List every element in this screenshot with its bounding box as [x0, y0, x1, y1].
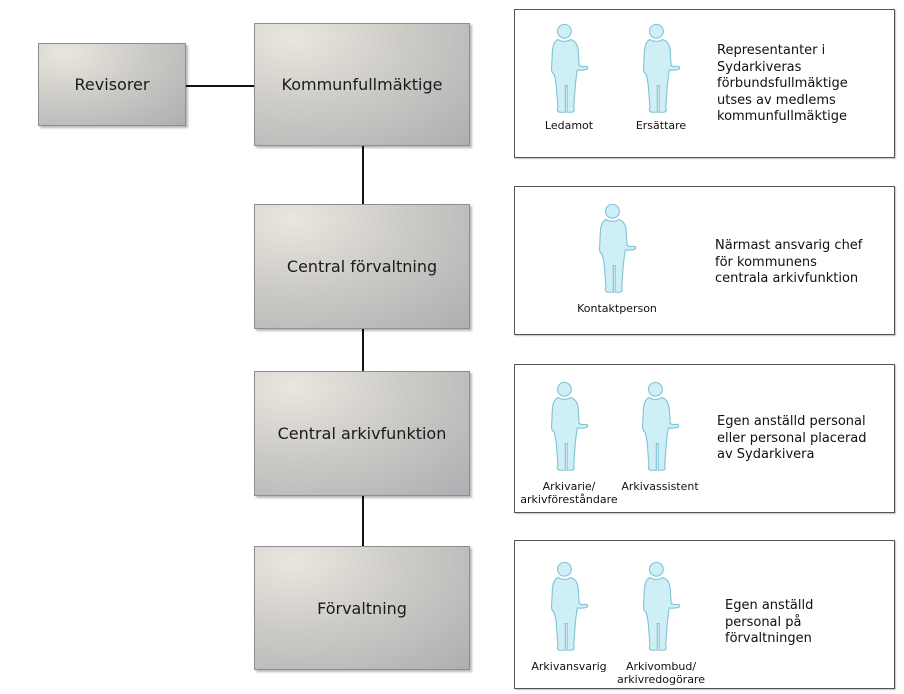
panel-description: Representanter i Sydarkiveras förbundsfu… — [717, 43, 848, 124]
person-icon — [546, 374, 592, 480]
person-icon — [637, 374, 683, 480]
person-label: Arkivarie/ arkivföreståndare — [520, 480, 618, 506]
person-icon — [546, 554, 592, 660]
org-box-kommunfullmaktige: Kommunfullmäktige — [254, 23, 470, 146]
info-panel-forvaltning: Arkivansvarig Arkivombud/ arkivredogörar… — [514, 540, 895, 689]
connector-kommunfullmaktige-central-forvaltning — [362, 146, 364, 204]
info-panel-kommunfullmaktige: Ledamot Ersättare Representanter i Sydar… — [514, 9, 895, 158]
panel-description: Egen anställd personal på förvaltningen — [725, 598, 814, 646]
person-icon — [594, 196, 640, 302]
person-label: Ledamot — [544, 119, 594, 132]
org-box-central-arkivfunktion: Central arkivfunktion — [254, 371, 470, 496]
person-label: Kontaktperson — [577, 302, 657, 315]
org-box-label: Revisorer — [74, 75, 150, 94]
org-box-revisorer: Revisorer — [38, 43, 186, 126]
connector-revisorer-kommunfullmaktige — [186, 85, 254, 87]
person-ledamot: Ledamot — [529, 19, 609, 132]
info-panel-central-arkivfunktion: Arkivarie/ arkivföreståndare Arkivassist… — [514, 364, 895, 513]
person-label: Arkivombud/ arkivredogörare — [617, 660, 705, 686]
person-icon — [546, 19, 592, 119]
person-icon — [638, 19, 684, 119]
person-ersattare: Ersättare — [621, 19, 701, 132]
person-icon — [638, 554, 684, 660]
connector-central-forvaltning-central-arkivfunktion — [362, 329, 364, 371]
org-box-central-forvaltning: Central förvaltning — [254, 204, 470, 329]
panel-description: Egen anställd personal eller personal pl… — [717, 414, 867, 462]
person-label: Ersättare — [635, 119, 687, 132]
org-box-label: Central arkivfunktion — [277, 424, 447, 443]
person-arkivombud: Arkivombud/ arkivredogörare — [613, 554, 709, 686]
person-arkivarie: Arkivarie/ arkivföreståndare — [517, 374, 621, 506]
panel-description: Närmast ansvarig chef för kommunens cent… — [715, 238, 863, 286]
org-box-label: Förvaltning — [317, 598, 407, 618]
person-kontaktperson: Kontaktperson — [567, 196, 667, 315]
connector-central-arkivfunktion-forvaltning — [362, 496, 364, 546]
org-box-forvaltning: Förvaltning — [254, 546, 470, 670]
person-label: Arkivassistent — [621, 480, 699, 493]
person-label: Arkivansvarig — [531, 660, 607, 673]
person-arkivassistent: Arkivassistent — [615, 374, 705, 493]
org-box-label: Kommunfullmäktige — [281, 75, 443, 94]
info-panel-central-forvaltning: Kontaktperson Närmast ansvarig chef för … — [514, 186, 895, 335]
org-box-label: Central förvaltning — [286, 257, 438, 276]
person-arkivansvarig: Arkivansvarig — [525, 554, 613, 673]
